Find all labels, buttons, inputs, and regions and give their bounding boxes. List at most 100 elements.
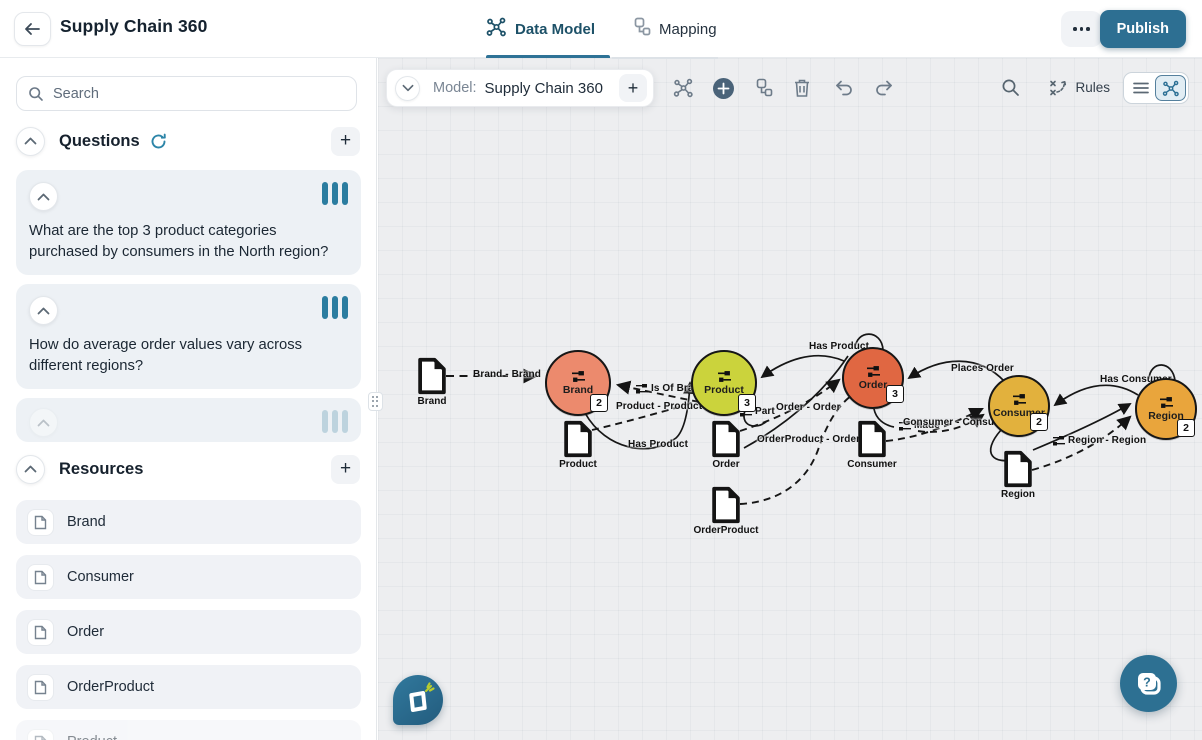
file-icon — [712, 420, 740, 458]
chart-bars-icon — [321, 410, 348, 433]
resource-item-orderproduct[interactable]: OrderProduct — [16, 665, 361, 709]
model-dropdown-button[interactable] — [395, 75, 420, 101]
doc-node-consumer[interactable]: Consumer — [842, 420, 902, 470]
resources-title: Resources — [59, 459, 144, 478]
back-button[interactable] — [14, 12, 51, 46]
graph-view-button[interactable] — [1155, 75, 1186, 101]
logo-mark — [409, 690, 427, 713]
data-model-icon — [486, 17, 507, 41]
collapse-card-button[interactable] — [29, 296, 58, 325]
mapping-icon — [631, 17, 651, 41]
model-canvas[interactable]: Model: Supply Chain 360 + Rules — [378, 58, 1202, 740]
edge-label: Made By — [899, 420, 941, 431]
model-selector: Model: Supply Chain 360 + — [386, 69, 654, 107]
add-resource-button[interactable]: + — [331, 454, 360, 484]
entity-glyph-icon — [571, 370, 585, 382]
entity-glyph-icon — [717, 370, 731, 382]
auto-layout-icon[interactable] — [671, 76, 695, 100]
resource-label: Brand — [67, 514, 106, 530]
rules-button[interactable]: Rules — [1049, 78, 1110, 97]
rule-glyph-icon — [899, 420, 911, 430]
file-icon — [418, 357, 446, 395]
sidebar-resize-handle[interactable] — [368, 392, 383, 411]
cardinality-badge: 3 — [738, 394, 756, 412]
doc-node-orderproduct[interactable]: OrderProduct — [694, 486, 759, 536]
rules-icon — [1050, 80, 1067, 96]
publish-button[interactable]: Publish — [1099, 10, 1186, 48]
undo-button[interactable] — [832, 76, 856, 100]
delete-icon[interactable] — [790, 76, 814, 100]
entity-node-order[interactable]: Order — [842, 347, 904, 409]
doc-node-region[interactable]: Region — [988, 450, 1048, 500]
chevron-down-icon — [402, 84, 413, 92]
assistant-logo-button[interactable] — [393, 675, 443, 725]
document-icon — [27, 508, 54, 536]
graph-icon — [1162, 80, 1179, 96]
question-text: How do average order values vary across … — [29, 337, 303, 374]
help-chat-button[interactable]: ? — [1120, 655, 1177, 712]
question-card[interactable]: How do average order values vary across … — [16, 284, 361, 389]
questions-header: Questions + — [16, 126, 360, 156]
header-tabs: Data Model Mapping — [486, 0, 717, 58]
questions-title: Questions — [59, 131, 140, 150]
doc-node-product[interactable]: Product — [548, 420, 608, 470]
chart-bars-icon[interactable] — [321, 182, 348, 205]
collapse-resources-button[interactable] — [16, 454, 45, 484]
entity-glyph-icon — [1012, 393, 1026, 405]
refresh-icon[interactable] — [150, 133, 167, 150]
collapse-questions-button[interactable] — [16, 126, 45, 156]
edge-label: OrderProduct - Order — [757, 434, 861, 445]
list-view-button[interactable] — [1126, 75, 1155, 101]
canvas-search-icon[interactable] — [1001, 78, 1020, 102]
resource-item-consumer[interactable]: Consumer — [16, 555, 361, 599]
sparkle-icon — [424, 682, 435, 693]
question-card[interactable]: What are the top 3 product categories pu… — [16, 170, 361, 275]
rule-glyph-icon — [636, 383, 648, 393]
collapse-card-button[interactable] — [29, 182, 58, 211]
add-question-button[interactable]: + — [331, 126, 360, 156]
file-icon — [858, 420, 886, 458]
question-text: What are the top 3 product categories pu… — [29, 223, 329, 260]
cardinality-badge: 2 — [1030, 413, 1048, 431]
entity-glyph-icon — [866, 365, 880, 377]
file-icon — [564, 420, 592, 458]
idle-tab-indicator — [612, 57, 718, 59]
doc-node-brand[interactable]: Brand — [402, 357, 462, 407]
collapse-card-button[interactable] — [29, 408, 58, 437]
resources-header: Resources + — [16, 454, 360, 484]
resource-label: OrderProduct — [67, 679, 155, 695]
file-icon — [712, 486, 740, 524]
resource-label: Order — [67, 624, 105, 640]
edge-label: Brand - Brand — [473, 369, 541, 380]
document-icon — [27, 618, 54, 646]
svg-text:?: ? — [1143, 675, 1151, 689]
resource-item-brand[interactable]: Brand — [16, 500, 361, 544]
edge-label: Consumer - Consumer — [903, 417, 1013, 428]
model-label: Model: — [433, 80, 477, 96]
search-icon — [29, 87, 43, 101]
active-tab-indicator — [486, 55, 610, 58]
resource-item-product[interactable]: Product — [16, 720, 361, 740]
question-card-partial[interactable] — [16, 398, 361, 442]
tab-data-model[interactable]: Data Model — [486, 17, 595, 41]
add-model-button[interactable]: + — [618, 74, 647, 102]
cardinality-badge: 3 — [886, 385, 904, 403]
edge-label: Has Consumer — [1100, 374, 1172, 385]
redo-button[interactable] — [872, 76, 896, 100]
edge-label: Has Product — [809, 341, 870, 352]
resource-item-order[interactable]: Order — [16, 610, 361, 654]
top-header: Supply Chain 360 Data Model Mapping Publ… — [0, 0, 1202, 59]
tab-mapping[interactable]: Mapping — [631, 17, 717, 41]
search-input[interactable] — [53, 77, 348, 110]
doc-node-order[interactable]: Order — [696, 420, 756, 470]
chart-bars-icon[interactable] — [321, 296, 348, 319]
mapping-tool-icon[interactable] — [751, 76, 775, 100]
more-options-button[interactable] — [1061, 11, 1102, 47]
add-node-button[interactable] — [711, 76, 735, 100]
arrow-left-icon — [25, 23, 40, 35]
entity-glyph-icon — [1159, 396, 1173, 408]
document-icon — [27, 728, 54, 740]
chevron-up-icon — [37, 307, 50, 314]
edge-label: Is Of Brand — [636, 383, 706, 394]
